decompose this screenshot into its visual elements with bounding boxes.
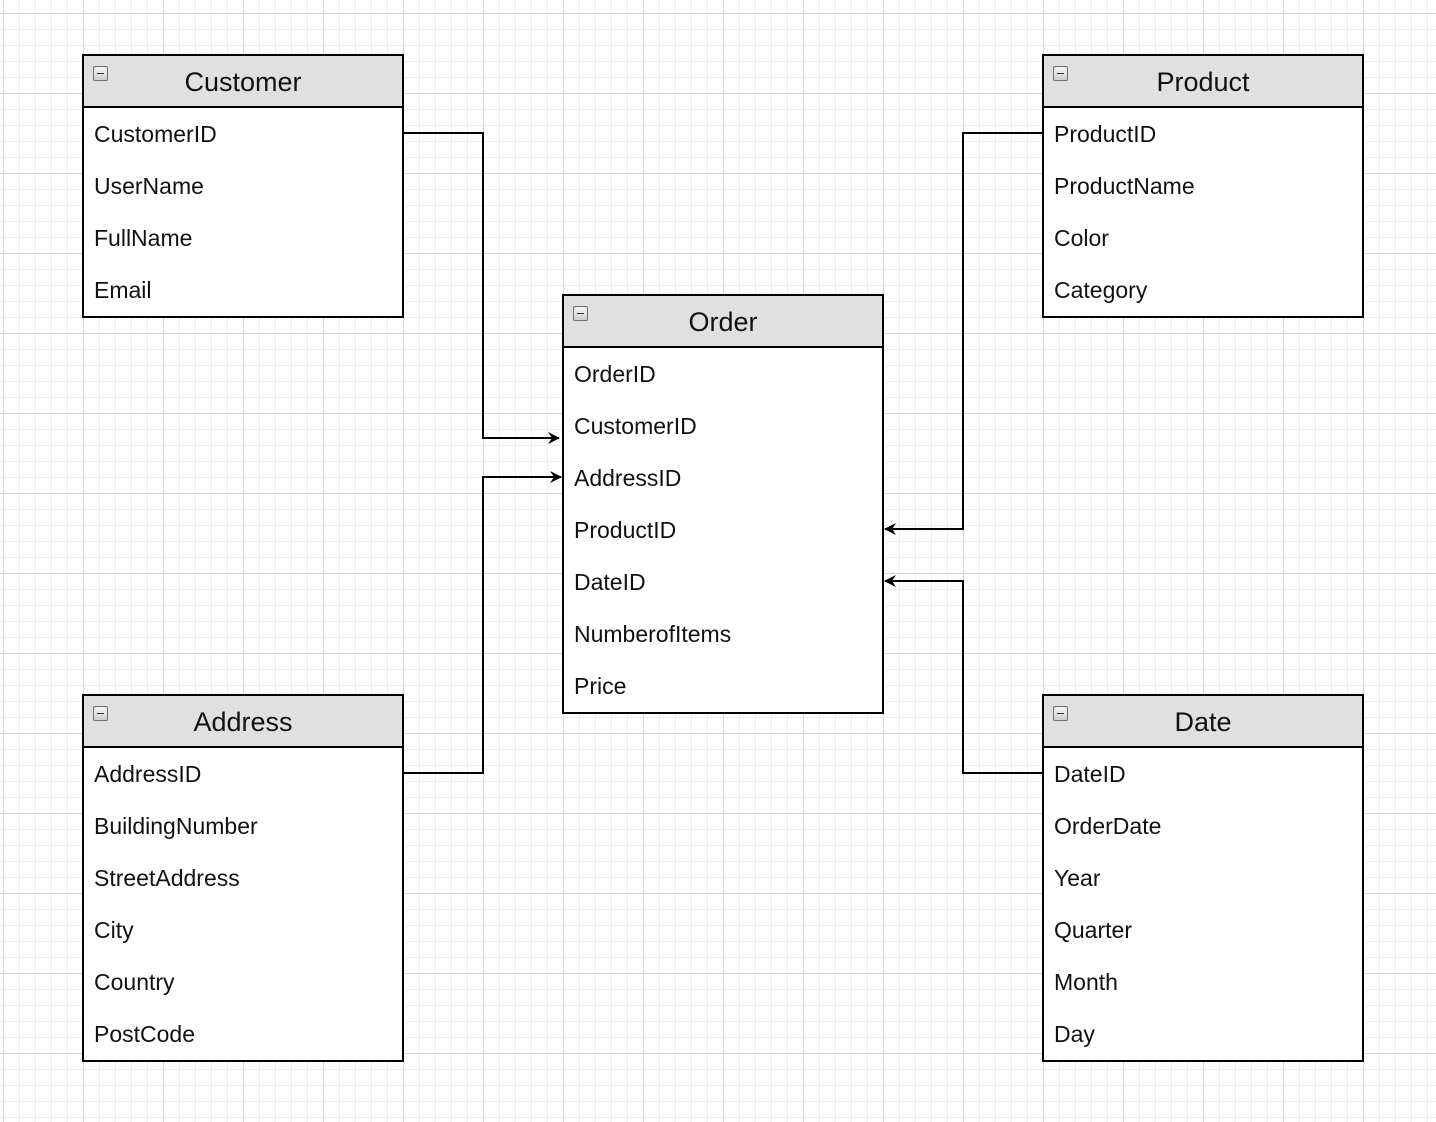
minus-square-icon[interactable]: [1053, 706, 1068, 721]
field-row[interactable]: DateID: [1054, 761, 1126, 787]
entity-order[interactable]: Order OrderID CustomerID AddressID Produ…: [562, 294, 884, 714]
entity-customer[interactable]: Customer CustomerID UserName FullName Em…: [82, 54, 404, 318]
entity-title: Order: [688, 306, 758, 337]
field-row[interactable]: OrderID: [574, 361, 656, 387]
field-list: CustomerID UserName FullName Email: [84, 108, 402, 316]
field-row[interactable]: ProductName: [1054, 173, 1195, 199]
entity-title: Customer: [184, 66, 302, 97]
field-row[interactable]: Price: [574, 673, 627, 699]
entity-header[interactable]: Customer: [84, 56, 402, 108]
field-row[interactable]: Month: [1054, 969, 1118, 995]
field-row[interactable]: Day: [1054, 1021, 1095, 1047]
field-row[interactable]: Email: [94, 277, 152, 303]
minus-square-icon[interactable]: [1053, 66, 1068, 81]
field-row[interactable]: CustomerID: [574, 413, 697, 439]
field-row[interactable]: CustomerID: [94, 121, 217, 147]
field-row[interactable]: BuildingNumber: [94, 813, 258, 839]
field-list: OrderID CustomerID AddressID ProductID D…: [564, 348, 882, 712]
field-list: AddressID BuildingNumber StreetAddress C…: [84, 748, 402, 1060]
entity-header[interactable]: Date: [1044, 696, 1362, 748]
entity-address[interactable]: Address AddressID BuildingNumber StreetA…: [82, 694, 404, 1062]
field-row[interactable]: Category: [1054, 277, 1148, 303]
connector-address-order[interactable]: [404, 471, 562, 774]
field-list: DateID OrderDate Year Quarter Month Day: [1044, 748, 1362, 1060]
field-row[interactable]: Country: [94, 969, 175, 995]
minus-square-icon[interactable]: [573, 306, 588, 321]
field-row[interactable]: DateID: [574, 569, 646, 595]
entity-title: Product: [1156, 66, 1250, 97]
field-row[interactable]: Color: [1054, 225, 1109, 251]
field-row[interactable]: AddressID: [94, 761, 202, 787]
entity-title: Address: [193, 706, 293, 737]
field-row[interactable]: PostCode: [94, 1021, 196, 1047]
entity-header[interactable]: Address: [84, 696, 402, 748]
field-row[interactable]: Year: [1054, 865, 1101, 891]
entity-header[interactable]: Order: [564, 296, 882, 348]
field-row[interactable]: StreetAddress: [94, 865, 240, 891]
connector-date-order[interactable]: [884, 575, 1042, 774]
connector-customer-order[interactable]: [404, 132, 560, 444]
field-row[interactable]: City: [94, 917, 134, 943]
field-row[interactable]: NumberofItems: [574, 621, 732, 647]
minus-square-icon[interactable]: [93, 706, 108, 721]
entity-header[interactable]: Product: [1044, 56, 1362, 108]
field-row[interactable]: OrderDate: [1054, 813, 1162, 839]
field-row[interactable]: AddressID: [574, 465, 682, 491]
field-row[interactable]: ProductID: [574, 517, 677, 543]
entity-title: Date: [1174, 706, 1232, 737]
field-list: ProductID ProductName Color Category: [1044, 108, 1362, 316]
entity-product[interactable]: Product ProductID ProductName Color Cate…: [1042, 54, 1364, 318]
field-row[interactable]: Quarter: [1054, 917, 1132, 943]
field-row[interactable]: UserName: [94, 173, 204, 199]
field-row[interactable]: ProductID: [1054, 121, 1157, 147]
minus-square-icon[interactable]: [93, 66, 108, 81]
entity-date[interactable]: Date DateID OrderDate Year Quarter Month…: [1042, 694, 1364, 1062]
connector-product-order[interactable]: [884, 132, 1042, 535]
field-row[interactable]: FullName: [94, 225, 193, 251]
